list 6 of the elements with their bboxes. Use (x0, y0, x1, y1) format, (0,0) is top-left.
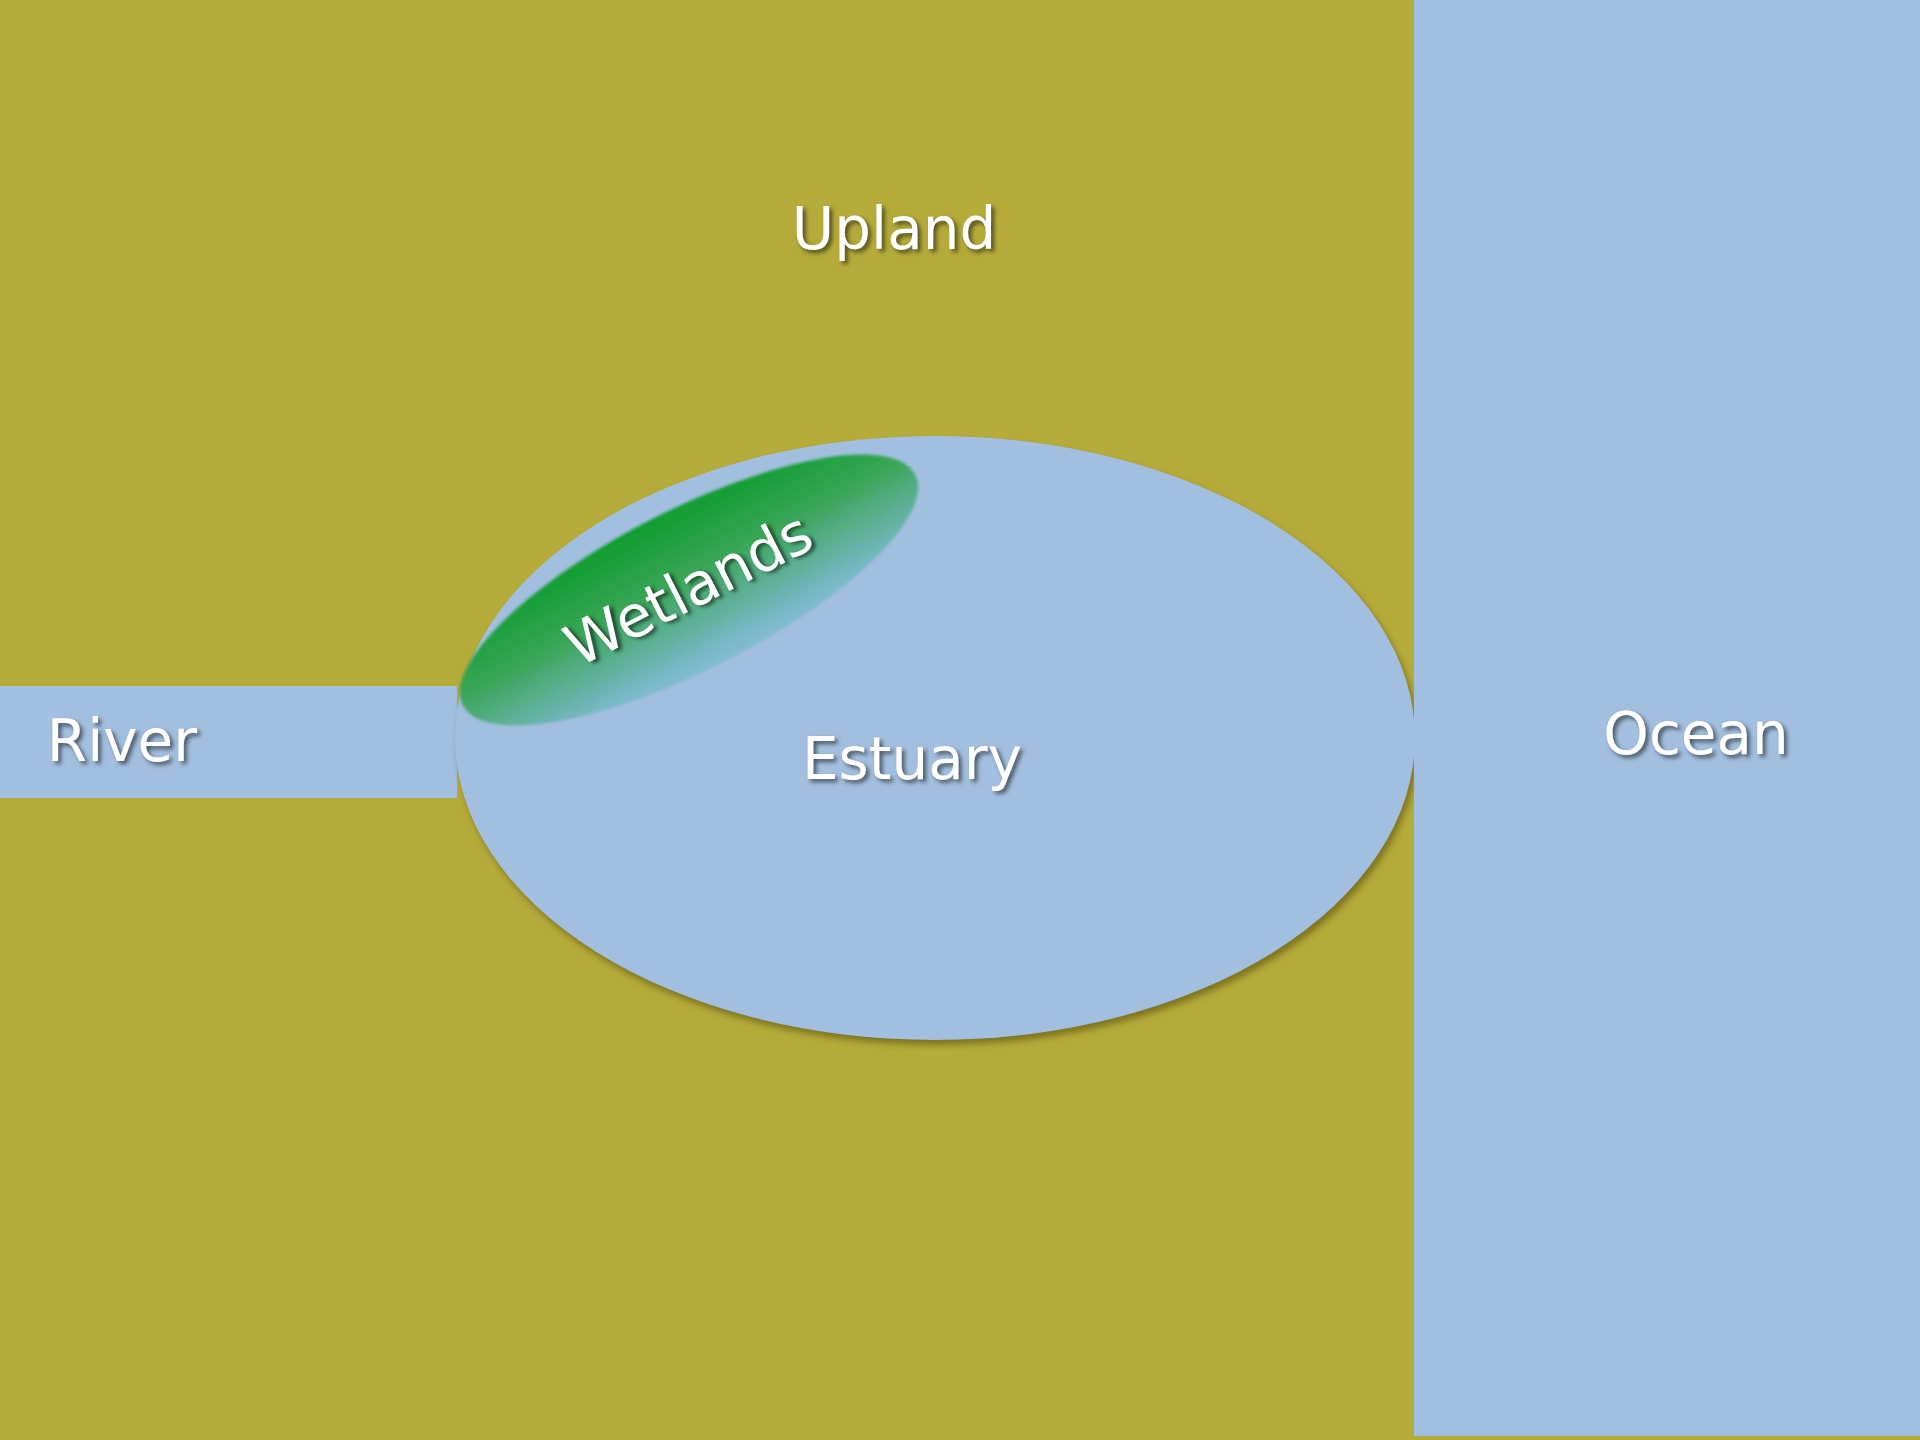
region-label: Ocean (1603, 703, 1789, 767)
region-label: Estuary (801, 728, 1023, 792)
region-label: River (46, 710, 198, 774)
river-channel (0, 686, 457, 798)
region-label: Upland (791, 198, 997, 262)
ocean-region (1414, 0, 1920, 1436)
